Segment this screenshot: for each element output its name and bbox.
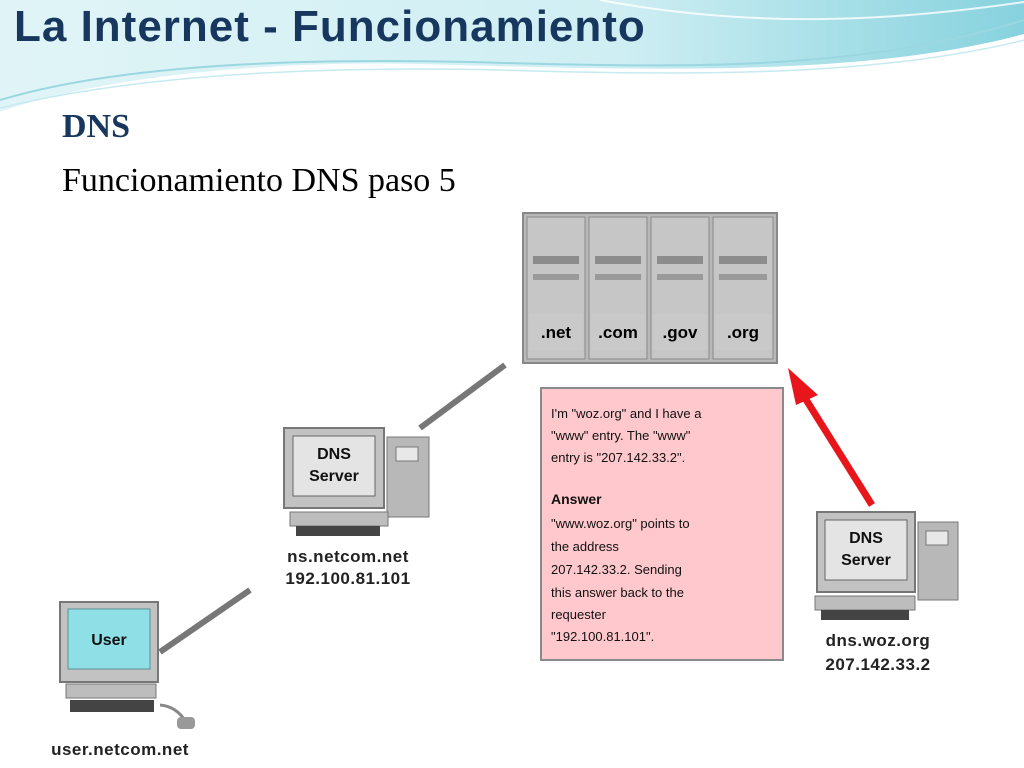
tld-label-com: .com <box>598 323 638 342</box>
slide-title: La Internet - Funcionamiento <box>14 2 646 51</box>
desktop-computer-icon <box>814 511 959 620</box>
note-line-8: requester <box>551 607 607 622</box>
note-line-6: 207.142.33.2. Sending <box>551 562 682 577</box>
tld-label-org: .org <box>727 323 759 342</box>
rack-unit-com: .com <box>588 216 648 360</box>
local-dns-ip: 192.100.81.101 <box>285 569 410 588</box>
note-line-7: this answer back to the <box>551 585 684 600</box>
note-line-5: the address <box>551 539 619 554</box>
remote-dns-computer: DNS Server dns.woz.org 207.142.33.2 <box>814 511 959 674</box>
user-screen-label: User <box>91 632 127 649</box>
remote-dns-ip: 207.142.33.2 <box>825 655 930 674</box>
note-line-9: "192.100.81.101". <box>551 629 654 644</box>
red-arrow-icon <box>788 368 875 507</box>
server-rack-icon: .net .com .gov .org <box>522 212 778 364</box>
tld-label-net: .net <box>541 323 572 342</box>
step-caption: Funcionamiento DNS paso 5 <box>62 162 456 199</box>
local-dns-screen-line1: DNS <box>317 446 351 463</box>
remote-dns-hostname: dns.woz.org <box>826 631 931 650</box>
note-line-4: "www.woz.org" points to <box>551 516 690 531</box>
connection-line-local-root <box>418 362 507 431</box>
tld-label-gov: .gov <box>663 323 698 342</box>
section-subtitle: DNS <box>62 108 131 145</box>
user-hostname: user.netcom.net <box>51 740 189 759</box>
desktop-computer-icon <box>59 601 195 729</box>
rack-unit-gov: .gov <box>650 216 710 360</box>
note-line-3: entry is "207.142.33.2". <box>551 450 685 465</box>
rack-unit-org: .org <box>712 216 774 360</box>
connection-line-user-local <box>158 587 252 655</box>
desktop-computer-icon <box>283 427 430 536</box>
local-dns-computer: DNS Server ns.netcom.net 192.100.81.101 <box>283 427 430 588</box>
header-wave-decoration <box>0 0 1024 112</box>
answer-note: I'm "woz.org" and I have a "www" entry. … <box>540 387 784 661</box>
note-line-1: I'm "woz.org" and I have a <box>551 406 702 421</box>
remote-dns-screen-line2: Server <box>841 552 891 569</box>
note-answer-heading: Answer <box>551 491 602 507</box>
rack-unit-net: .net <box>526 216 586 360</box>
remote-dns-screen-line1: DNS <box>849 530 883 547</box>
user-computer: User user.netcom.net <box>51 601 195 759</box>
local-dns-screen-line2: Server <box>309 468 359 485</box>
note-line-2: "www" entry. The "www" <box>551 428 691 443</box>
local-dns-hostname: ns.netcom.net <box>287 547 409 566</box>
